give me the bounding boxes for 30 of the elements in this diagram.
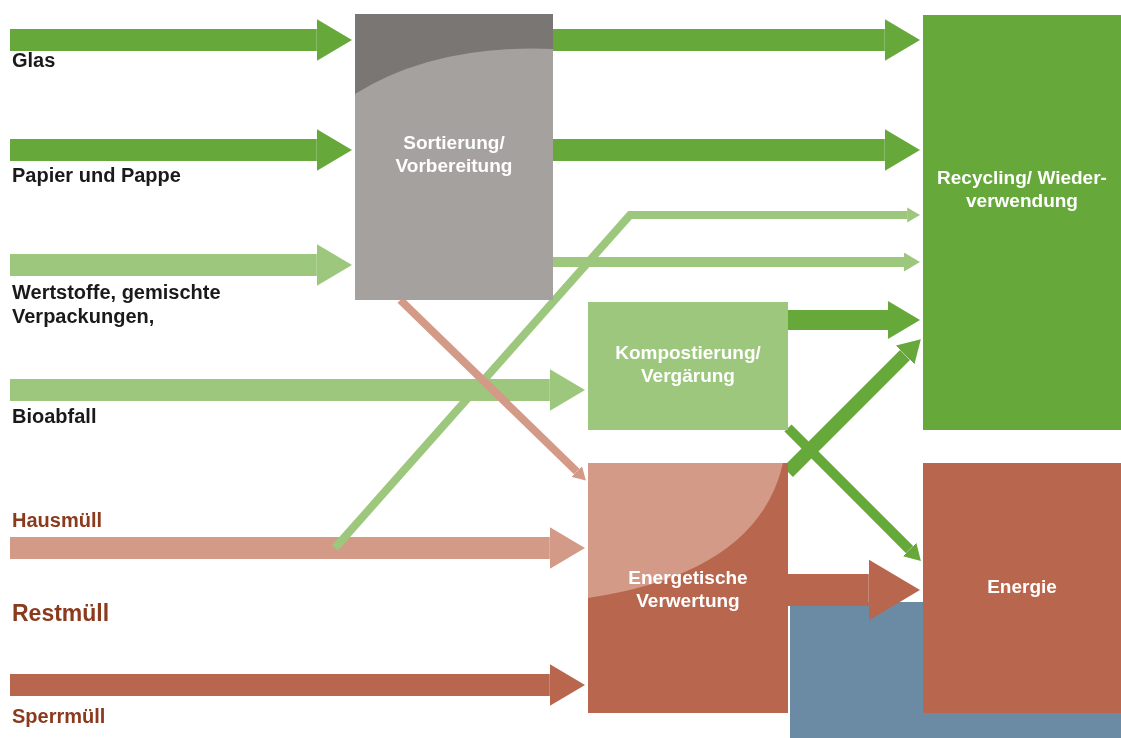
category-label: Bioabfall <box>12 404 97 428</box>
node-label: Recycling/ Wieder-verwendung <box>936 167 1108 213</box>
flow-arrow <box>10 244 352 286</box>
flow-arrow <box>788 301 920 339</box>
flow-arrow <box>784 424 921 561</box>
process-box <box>355 14 553 300</box>
flow-arrow <box>10 19 352 61</box>
flow-arrow <box>553 252 920 272</box>
process-box <box>588 463 788 713</box>
flow-arrow <box>332 207 920 551</box>
flow-arrow <box>553 129 920 171</box>
flow-arrow <box>10 129 352 171</box>
flow-arrow <box>10 369 585 411</box>
flow-arrow <box>10 664 585 706</box>
category-label: Papier und Pappe <box>12 163 181 187</box>
process-box <box>588 302 788 430</box>
flow-arrow <box>553 19 920 61</box>
process-box <box>923 15 1121 430</box>
category-label: Glas <box>12 48 56 72</box>
node-label: Energie <box>986 576 1058 599</box>
flow-arrow <box>788 559 920 621</box>
process-box <box>923 463 1121 713</box>
flow-arrow <box>10 527 585 569</box>
category-label: Restmüll <box>12 600 110 628</box>
node-label: Energetische Verwertung <box>627 567 749 613</box>
category-label: Sperrmüll <box>12 704 106 728</box>
node-label: Kompostierung/ Vergärung <box>614 342 762 388</box>
category-label: Hausmüll <box>12 508 103 532</box>
category-label: Wertstoffe, gemischte Verpackungen, <box>12 280 222 328</box>
node-label: Sortierung/ Vorbereitung <box>394 132 514 178</box>
